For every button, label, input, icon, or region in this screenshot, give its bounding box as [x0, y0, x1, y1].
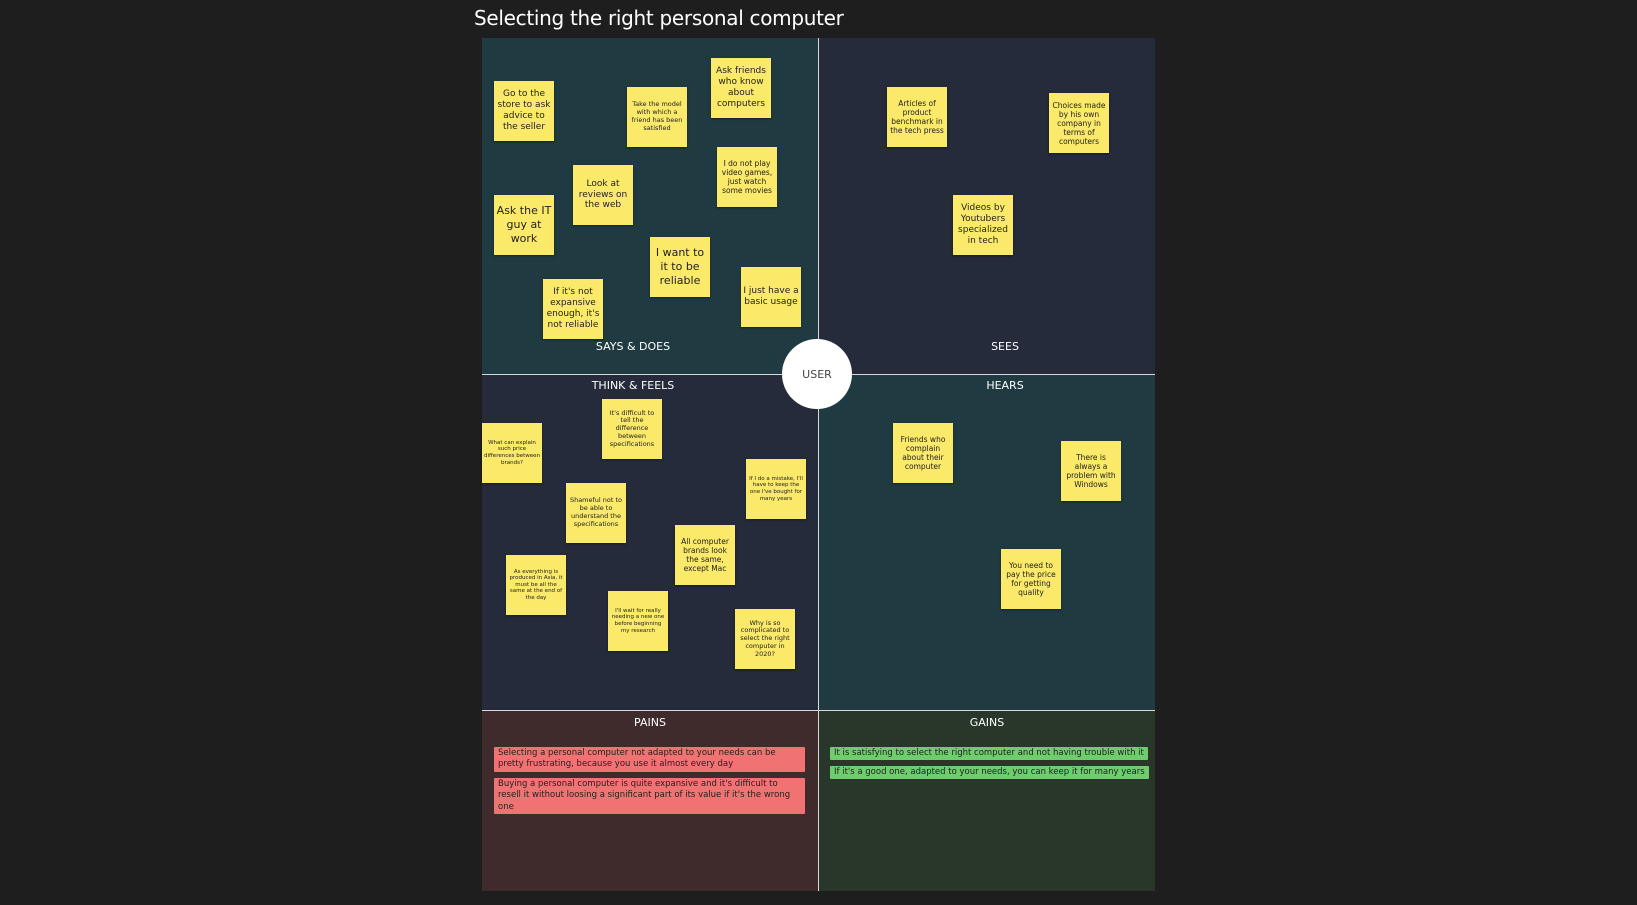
sticky-note[interactable]: Articles of product benchmark in the tec… [887, 87, 947, 147]
sticky-note[interactable]: Take the model with which a friend has b… [627, 87, 687, 147]
gain-note[interactable]: It is satisfying to select the right com… [830, 747, 1148, 761]
sticky-note[interactable]: Videos by Youtubers specialized in tech [953, 195, 1013, 255]
gain-note[interactable]: If it's a good one, adapted to your need… [830, 766, 1149, 780]
sticky-note[interactable]: I just have a basic usage [741, 267, 801, 327]
sticky-note[interactable]: There is always a problem with Windows [1061, 441, 1121, 501]
sticky-note[interactable]: As everything is produced in Asia, it mu… [506, 555, 566, 615]
sees-label: SEES [991, 340, 1019, 353]
sticky-note[interactable]: I'll wait for really needing a new one b… [608, 591, 668, 651]
pains-label: PAINS [634, 716, 666, 729]
gains-label: GAINS [969, 716, 1005, 729]
sticky-note[interactable]: Shameful not to be able to understand th… [566, 483, 626, 543]
pain-note[interactable]: Selecting a personal computer not adapte… [494, 747, 805, 772]
sticky-note[interactable]: All computer brands look the same, excep… [675, 525, 735, 585]
board-title: Selecting the right personal computer [474, 6, 844, 30]
gains-section [819, 711, 1155, 891]
sticky-note[interactable]: Friends who complain about their compute… [893, 423, 953, 483]
sticky-note[interactable]: Ask friends who know about computers [711, 58, 771, 118]
sticky-note[interactable]: If it's not expansive enough, it's not r… [543, 279, 603, 339]
says-does-label: SAYS & DOES [595, 340, 671, 353]
pains-gains-divider [482, 710, 1155, 711]
empathy-map: SAYS & DOES SEES THINK & FEELS HEARS PAI… [482, 38, 1155, 891]
sticky-note[interactable]: Choices made by his own company in terms… [1049, 93, 1109, 153]
sticky-note[interactable]: You need to pay the price for getting qu… [1001, 549, 1061, 609]
think-feels-label: THINK & FEELS [591, 379, 675, 392]
sticky-note[interactable]: It's difficult to tell the difference be… [602, 399, 662, 459]
sticky-note[interactable]: Look at reviews on the web [573, 165, 633, 225]
pain-note[interactable]: Buying a personal computer is quite expa… [494, 778, 805, 815]
sticky-note[interactable]: What can explain such price differences … [482, 423, 542, 483]
sticky-note[interactable]: I want to it to be reliable [650, 237, 710, 297]
user-circle: USER [782, 339, 852, 409]
hears-quadrant [819, 375, 1155, 710]
sticky-note[interactable]: Go to the store to ask advice to the sel… [494, 81, 554, 141]
sticky-note[interactable]: Why is so complicated to select the righ… [735, 609, 795, 669]
sticky-note[interactable]: I do not play video games, just watch so… [717, 147, 777, 207]
sticky-note[interactable]: If I do a mistake, I'll have to keep the… [746, 459, 806, 519]
hears-label: HEARS [986, 379, 1024, 392]
vertical-divider [818, 38, 819, 891]
sticky-note[interactable]: Ask the IT guy at work [494, 195, 554, 255]
